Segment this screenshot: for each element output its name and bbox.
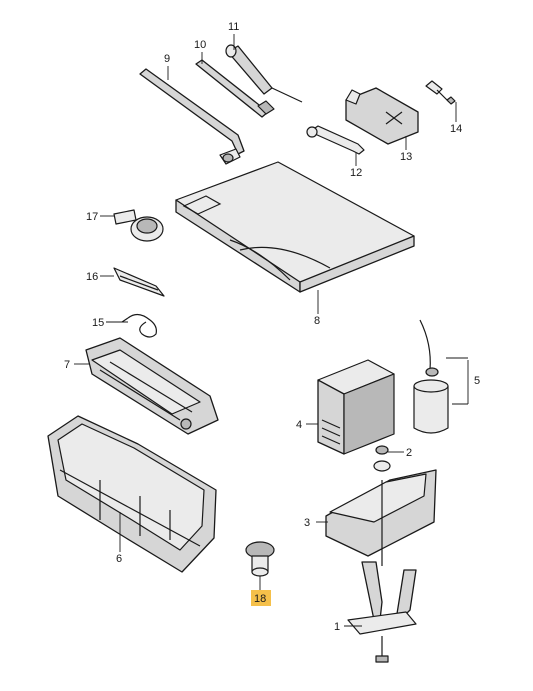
callouts: 11 10 9 14 13 12 17 16 8 15 7 5 4 2 3 6 …	[64, 21, 480, 633]
callout-2: 2	[406, 447, 412, 459]
part-5-fluid-bottle	[413, 319, 449, 434]
part-7-jack	[85, 337, 219, 435]
callout-7: 7	[64, 359, 70, 371]
part-17-pressure-gauge	[113, 209, 164, 242]
part-16-clip	[113, 267, 165, 297]
part-9-wheel-brace	[139, 68, 245, 165]
part-10-extension-rod	[195, 59, 275, 118]
callout-11: 11	[228, 21, 239, 33]
part-18-cap	[245, 541, 275, 577]
callout-1: 1	[334, 621, 340, 633]
callout-17: 17	[86, 211, 98, 223]
callout-13: 13	[400, 151, 412, 163]
part-11-screwdriver	[225, 44, 303, 103]
callout-14: 14	[450, 123, 462, 135]
callout-10: 10	[194, 39, 206, 51]
part-3-tray	[325, 469, 437, 566]
part-4-box	[317, 359, 395, 455]
callout-9: 9	[164, 53, 170, 65]
callout-15: 15	[92, 317, 104, 329]
callout-16: 16	[86, 271, 98, 283]
callout-4: 4	[296, 419, 302, 431]
part-12-spanner	[306, 125, 365, 155]
callout-18-highlight	[251, 590, 271, 606]
callout-3: 3	[304, 517, 310, 529]
part-14-bit	[425, 80, 456, 105]
callout-6: 6	[116, 553, 122, 565]
callout-8: 8	[314, 315, 320, 327]
part-6-foam-tray	[47, 415, 217, 573]
part-1-mounting-bracket	[347, 561, 417, 663]
callout-12: 12	[350, 167, 362, 179]
part-2-washer	[373, 445, 391, 472]
part-15-wire-hook	[121, 313, 157, 338]
callout-5: 5	[474, 375, 480, 387]
part-8-tool-bag	[175, 161, 415, 293]
part-13-bracket	[345, 87, 419, 145]
callout-18: 18	[254, 593, 266, 605]
leader-lines	[74, 34, 469, 627]
